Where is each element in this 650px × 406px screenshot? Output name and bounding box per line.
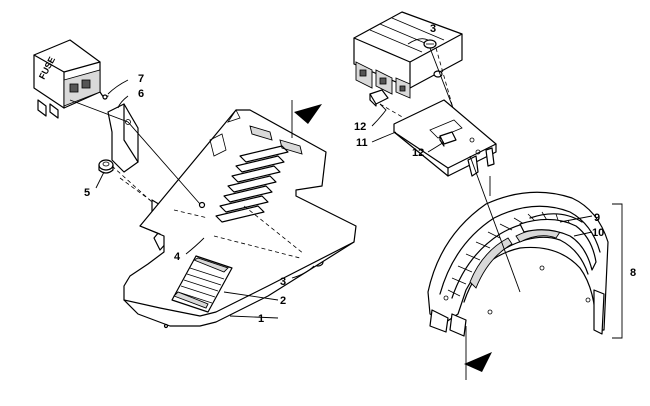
callout-12-right: 12 [412, 147, 424, 159]
clip-nut-right [439, 131, 457, 147]
fender [427, 191, 609, 337]
callout-1: 1 [258, 313, 264, 325]
callout-3-top: 3 [430, 23, 436, 35]
fuse-box: FUSE [33, 39, 101, 119]
nut-5 [98, 159, 114, 174]
callout-2: 2 [280, 295, 286, 307]
warning-decal [171, 255, 233, 313]
callout-9: 9 [594, 212, 600, 224]
callout-11: 11 [356, 137, 368, 149]
callout-3-left: 3 [280, 276, 286, 288]
callout-8: 8 [630, 267, 636, 279]
group-bracket-8 [612, 203, 623, 339]
vent-slots [215, 145, 289, 223]
left-leader-lines [69, 79, 315, 319]
callout-10: 10 [592, 227, 604, 239]
control-module [353, 11, 463, 99]
right-leader-lines [371, 38, 593, 293]
rear-arrow-icon [464, 326, 492, 380]
callout-5: 5 [84, 187, 90, 199]
main-panel [123, 109, 357, 329]
callout-12-left: 12 [354, 121, 366, 133]
clip-nut-left [369, 89, 405, 119]
fuse-bracket [107, 103, 139, 173]
callout-4: 4 [174, 251, 181, 263]
callout-7: 7 [138, 73, 144, 85]
screw-7 [99, 91, 109, 100]
callout-6: 6 [138, 88, 144, 100]
front-arrow-icon [291, 100, 322, 138]
